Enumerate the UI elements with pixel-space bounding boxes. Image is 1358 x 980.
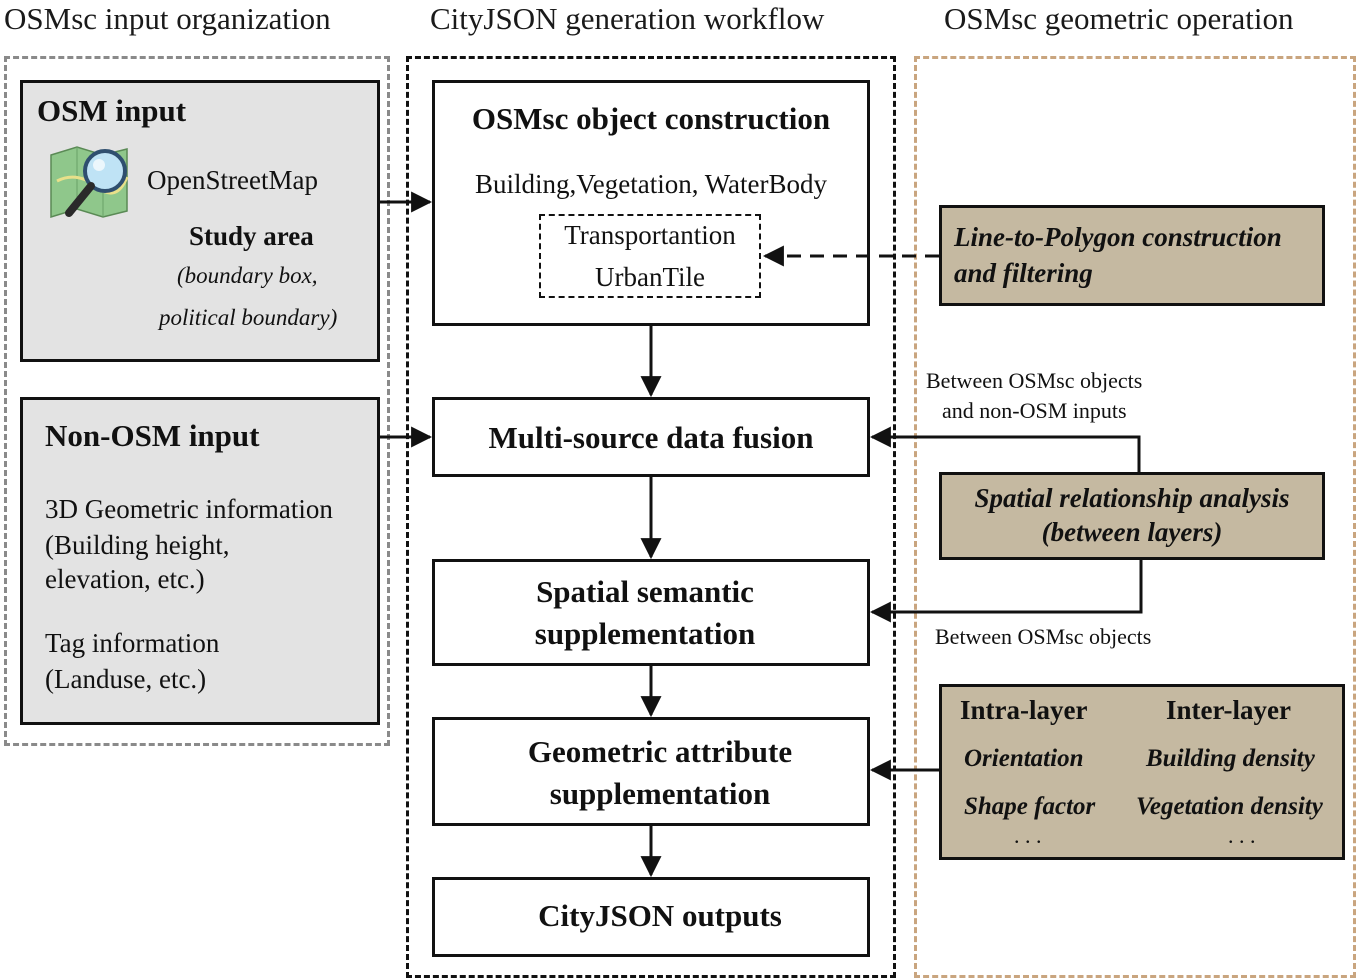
object-construction-box: OSMsc object construction Building,Veget… [432,80,870,326]
workflow-panel [406,56,896,978]
fusion-relation-label-1: Between OSMsc objects [926,368,1143,393]
non-osm-input-box: Non-OSM input 3D Geometric information (… [20,397,380,725]
study-area-detail-2: political boundary) [159,305,338,330]
geometric-attributes-box: Intra-layer Inter-layer Orientation Shap… [939,684,1345,860]
non-osm-line-3: elevation, etc.) [45,564,205,594]
geometric-column-title: OSMsc geometric operation [944,1,1294,36]
inter-vegetation-density: Vegetation density [1136,793,1323,820]
osm-input-heading: OSM input [37,93,187,128]
transport-urbantile-dashed-box: Transportantion UrbanTile [539,214,761,298]
study-area-detail-1: (boundary box, [177,263,318,288]
spatial-to-fusion-connector [869,426,1141,472]
inter-layer-heading: Inter-layer [1166,695,1291,725]
non-osm-line-2: (Building height, [45,530,230,560]
non-osm-heading: Non-OSM input [45,418,260,453]
intra-orientation: Orientation [964,745,1084,772]
geometric-panel [914,56,1356,978]
geometric-attribute-box: Geometric attribute supplementation [432,717,870,826]
intra-layer-heading: Intra-layer [960,695,1088,725]
transportation-label: Transportantion [564,220,736,250]
non-osm-line-4: Tag information [45,628,220,658]
fusion-relation-label-2: and non-OSM inputs [942,398,1127,423]
data-fusion-label: Multi-source data fusion [488,420,814,455]
semantic-relation-label: Between OSMsc objects [935,624,1152,649]
workflow-column-title: CityJSON generation workflow [430,1,825,36]
non-osm-line-1: 3D Geometric information [45,494,333,524]
inter-building-density: Building density [1146,745,1315,772]
urbantile-label: UrbanTile [594,262,705,292]
study-area-label: Study area [189,221,314,251]
cityjson-outputs-box: CityJSON outputs [432,877,870,957]
line-to-polygon-line-2: and filtering [954,258,1093,288]
spatial-relationship-line-2: (between layers) [1041,517,1223,547]
non-osm-line-5: (Landuse, etc.) [45,664,207,694]
intra-ellipsis: . . . [1014,823,1042,848]
inter-ellipsis: . . . [1228,823,1256,848]
object-construction-title: OSMsc object construction [471,101,831,136]
spatial-semantic-line-1: Spatial semantic [536,574,754,609]
geometric-attribute-line-2: supplementation [549,776,771,811]
data-fusion-box: Multi-source data fusion [432,397,870,477]
geometric-attribute-line-1: Geometric attribute [527,734,793,769]
osm-magnifier-map-icon [47,141,133,223]
line-to-polygon-line-1: Line-to-Polygon construction [954,222,1282,252]
spatial-relationship-line-1: Spatial relationship analysis [974,483,1290,513]
spatial-relationship-box: Spatial relationship analysis (between l… [939,472,1325,560]
intra-shape-factor: Shape factor [964,793,1096,820]
input-column-title: OSMsc input organization [4,1,331,36]
spatial-to-semantic-connector [869,560,1143,623]
line-to-polygon-box: Line-to-Polygon construction and filteri… [939,205,1325,306]
osm-source-label: OpenStreetMap [147,165,318,195]
input-panel [4,56,390,746]
object-classes-label: Building,Vegetation, WaterBody [474,169,828,199]
osm-input-box: OSM input OpenStreetMap Study area (boun… [20,80,380,362]
spatial-semantic-box: Spatial semantic supplementation [432,559,870,666]
cityjson-outputs-label: CityJSON outputs [538,898,782,933]
spatial-semantic-line-2: supplementation [534,616,756,651]
